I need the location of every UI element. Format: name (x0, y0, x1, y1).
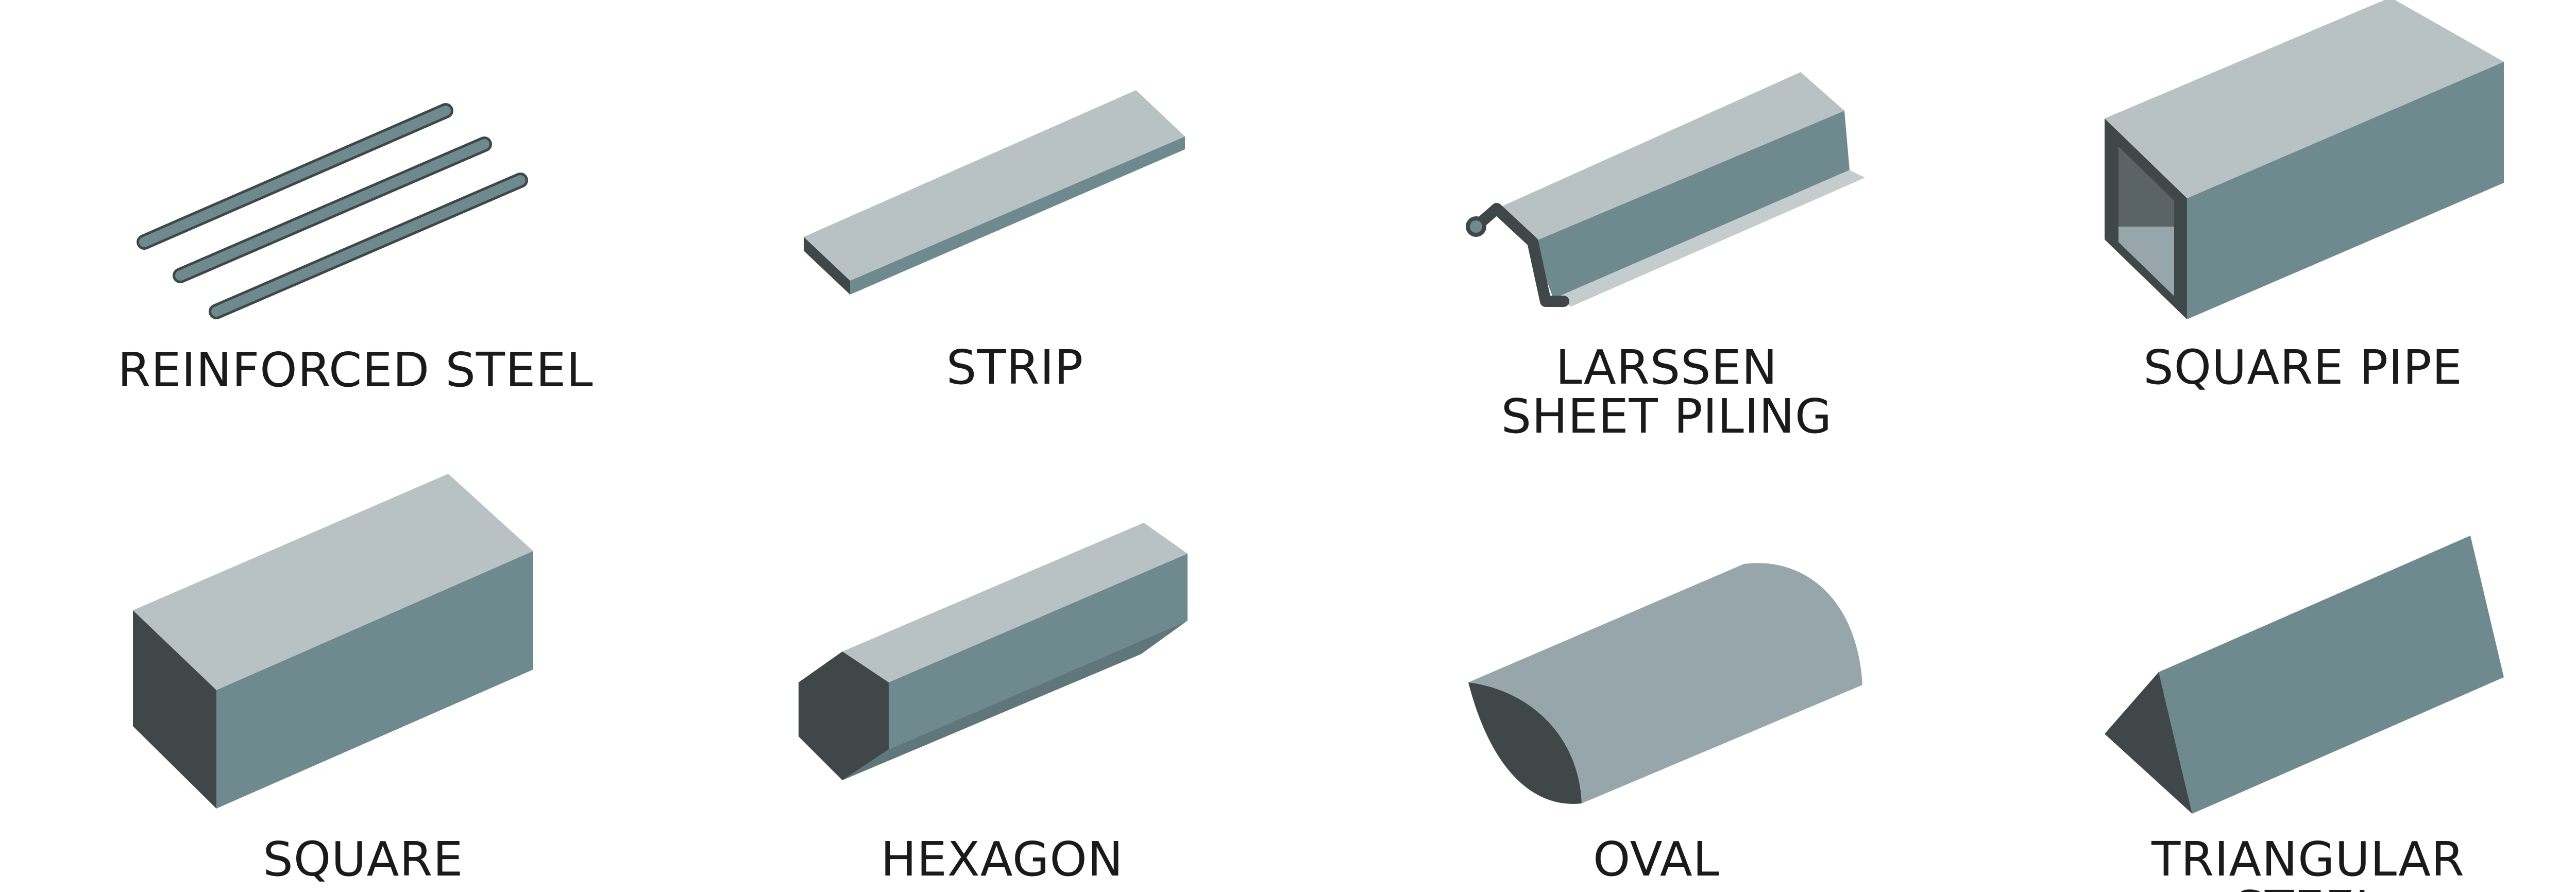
hexagon-upper-face (889, 554, 1188, 749)
oval-bar-icon (1468, 563, 1862, 804)
oval-body (1468, 563, 1862, 803)
pipe-hollow-shadow (2119, 147, 2174, 227)
pipe-side-face (2187, 62, 2504, 319)
caption-strip: STRIP (946, 340, 1083, 395)
rod (211, 175, 526, 317)
caption-square-pipe: SQUARE PIPE (2143, 340, 2463, 395)
caption-square: SQUARE (263, 832, 463, 887)
triangular-steel-icon (2105, 536, 2504, 814)
rod (139, 106, 451, 247)
piling-top-face (1497, 72, 1844, 242)
caption-larssen-line-1: LARSSEN (1556, 340, 1778, 395)
square-bar-icon (133, 474, 533, 809)
triangular-side-face (2159, 536, 2504, 814)
strip-end-face (804, 237, 850, 295)
caption-triangular-line-1: TRIANGULAR (2151, 832, 2465, 887)
caption-hexagon: HEXAGON (880, 832, 1123, 887)
caption-triangular-line-2: STEEL (2234, 881, 2382, 892)
piling-web (1533, 111, 1850, 299)
strip-front-face (850, 136, 1185, 295)
piling-profile-edge (1470, 203, 1569, 307)
strip-icon (804, 90, 1185, 295)
hexagon-bar-icon (799, 523, 1188, 780)
square-pipe-icon (2105, 0, 2504, 319)
hexagon-end-face (799, 651, 889, 780)
triangular-end-face (2105, 672, 2192, 814)
strip-top-face (804, 90, 1185, 281)
square-end-face (133, 610, 216, 809)
piling-flange (1553, 170, 1865, 306)
larssen-sheet-piling-icon (1466, 72, 1865, 307)
square-top-face (133, 474, 533, 690)
rod (175, 139, 489, 281)
caption-oval: OVAL (1593, 832, 1720, 887)
reinforced-steel-rods-icon (137, 103, 528, 319)
hexagon-top-face (842, 523, 1188, 682)
pipe-top-face (2105, 0, 2504, 198)
caption-larssen-line-2: SHEET PILING (1501, 389, 1832, 444)
oval-end-face (1468, 682, 1582, 804)
piling-interlock (1466, 216, 1486, 237)
caption-reinforced-steel: REINFORCED STEEL (117, 342, 593, 398)
square-side-face (216, 551, 533, 809)
hexagon-lower-face (842, 621, 1188, 780)
